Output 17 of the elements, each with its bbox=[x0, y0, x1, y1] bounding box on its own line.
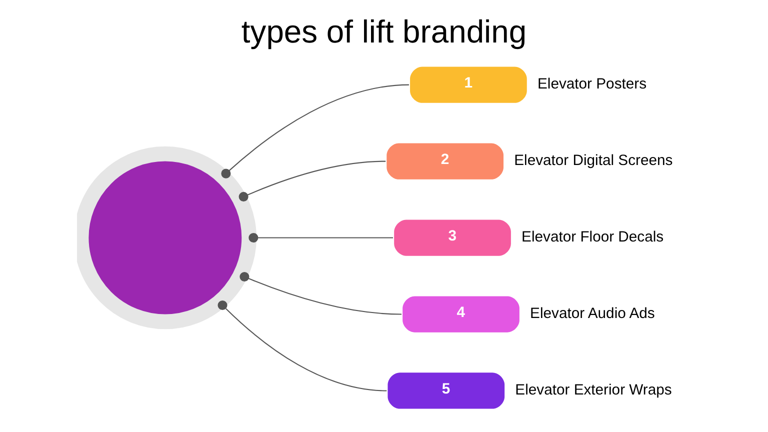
node-box: 3 bbox=[394, 220, 511, 256]
connector bbox=[221, 84, 409, 178]
connector bbox=[238, 160, 386, 202]
connector bbox=[218, 300, 387, 392]
node-label: Elevator Exterior Wraps bbox=[515, 382, 672, 399]
node-circle bbox=[77, 146, 257, 330]
node-label: Elevator Posters bbox=[538, 76, 647, 93]
diagram-title: types of lift branding bbox=[241, 13, 527, 50]
node-label: Elevator Digital Screens bbox=[514, 153, 673, 170]
node-label: Elevator Audio Ads bbox=[530, 306, 655, 322]
connector bbox=[248, 233, 394, 243]
connector bbox=[240, 272, 402, 315]
node-box: 5 bbox=[388, 372, 505, 409]
node-box: 1 bbox=[410, 66, 527, 103]
node-box: 4 bbox=[402, 296, 520, 332]
node-label: Elevator Floor Decals bbox=[522, 230, 664, 246]
node-box: 2 bbox=[386, 143, 504, 180]
